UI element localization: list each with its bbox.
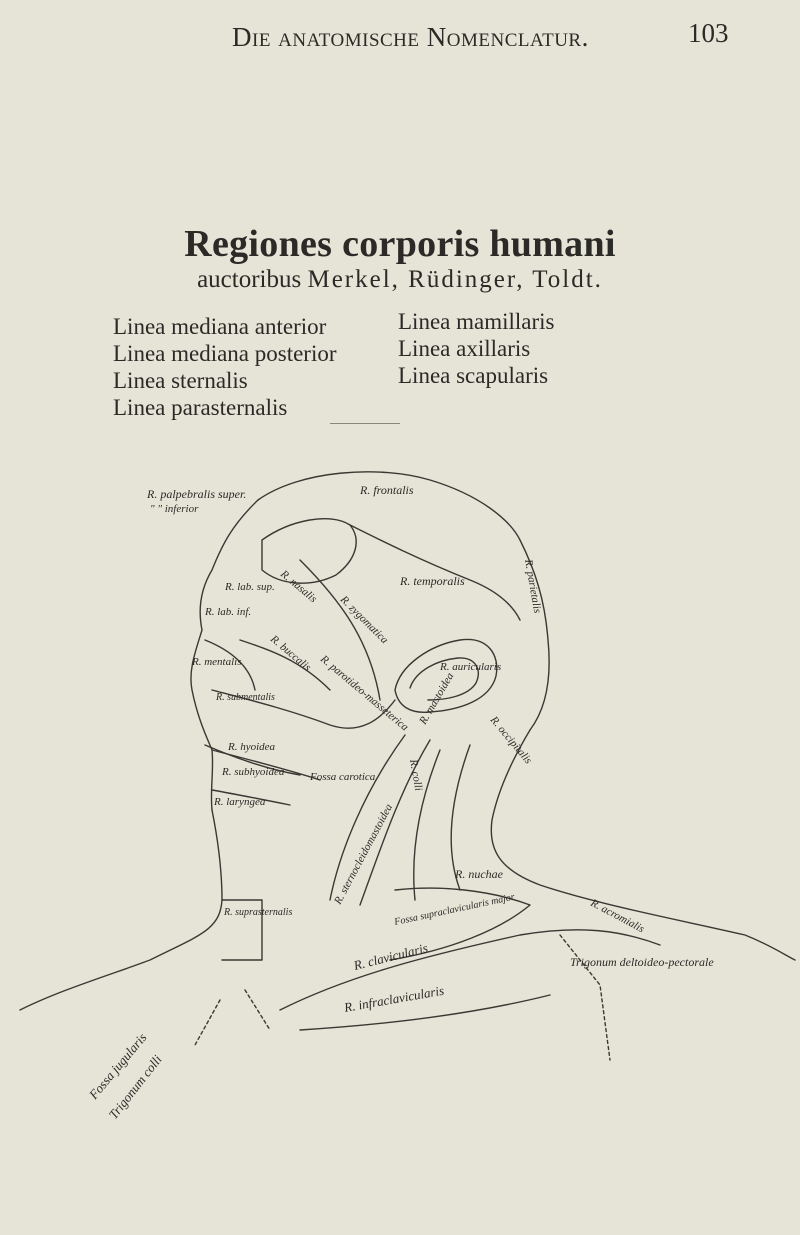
label-clavicularis: R. clavicularis (351, 940, 429, 973)
ear-outline (394, 638, 498, 713)
submental-line (204, 744, 301, 776)
head-outline (257, 471, 550, 731)
label-infraclavicularis: R. infraclavicularis (342, 983, 445, 1016)
hyoid-line (211, 749, 321, 781)
laryngea-line (211, 789, 291, 806)
label-laryngea: R. laryngea (213, 796, 266, 808)
subtitle-prefix: auctoribus (197, 266, 302, 293)
list-item: Linea axillaris (398, 336, 531, 361)
suprasternal-box (221, 899, 263, 961)
colli-line (413, 749, 441, 901)
running-head: Die anatomische Nomenclatur. (232, 22, 589, 52)
label-palpebralis-superior: R. palpebralis super. (146, 487, 246, 501)
page-title: Regiones corporis humani (184, 223, 616, 265)
label-colli: R. colli (407, 757, 425, 791)
label-temporalis: R. temporalis (399, 574, 465, 588)
list-item: Linea mamillaris (398, 309, 555, 334)
neck-front (19, 809, 223, 1011)
subtitle: auctoribus Merkel, Rüdinger, Toldt. (0, 266, 800, 294)
list-item: Linea scapularis (398, 363, 549, 388)
label-zygomatica: R. zygomatica (337, 593, 391, 647)
temporal-line (349, 524, 521, 621)
label-subhyoidea: R. subhyoidea (221, 766, 285, 778)
label-mentalis: R. mentalis (191, 656, 242, 668)
mentalis-line (204, 639, 256, 691)
buccal-line (239, 639, 331, 691)
lines-left-list: Linea mediana anterior Linea mediana pos… (113, 313, 337, 421)
scm-front (329, 734, 406, 901)
label-buccalis: R. buccalis (267, 632, 313, 673)
list-item: Linea sternalis (113, 368, 248, 393)
label-labialis-sup: R. lab. sup. (224, 581, 275, 593)
label-mastoidea: R. mastoidea (417, 670, 457, 727)
label-palpebralis-inferior: " " inferior (150, 503, 199, 515)
list-item: Linea parasternalis (113, 395, 288, 420)
nuchae-line (450, 744, 471, 891)
zygomatic-line (299, 559, 381, 701)
supraclav-fossa (389, 887, 531, 961)
jugular-dashed (194, 989, 271, 1046)
label-suprasternalis: R. suprasternalis (223, 907, 292, 918)
scm-back (359, 739, 431, 906)
label-nuchae: R. nuchae (454, 867, 504, 881)
label-hyoidea: R. hyoidea (227, 741, 276, 753)
label-trigonum: Trigonum deltoideo-pectorale (570, 955, 714, 969)
list-item: Linea mediana posterior (113, 341, 337, 366)
label-occipitalis: R. occipitalis (487, 713, 534, 766)
label-parietalis: R. parietalis (522, 557, 543, 614)
lines-right-list: Linea mamillaris Linea axillaris Linea s… (398, 308, 554, 389)
label-parotideo-masseterica: R. parotideo-masseterica (317, 652, 411, 733)
page-number: 103 (688, 18, 729, 48)
label-acromialis: R. acromialis (588, 897, 647, 936)
divider (330, 423, 400, 424)
label-fossa-supraclavicularis: Fossa supraclavicularis major (392, 892, 515, 929)
subtitle-authors: Merkel, Rüdinger, Toldt. (307, 266, 603, 293)
face-profile (190, 499, 259, 811)
clavicle-line (279, 929, 661, 1011)
ear-inner (409, 657, 479, 701)
label-sternocleidomastoidea: R. sternocleidomastoidea (332, 802, 396, 908)
label-frontalis: R. frontalis (359, 483, 414, 497)
jaw-line (211, 689, 396, 729)
label-labialis-inf: R. lab. inf. (204, 606, 251, 618)
label-nasalis: R. nasalis (277, 567, 319, 605)
label-fossa-carotica: Fossa carotica (309, 771, 376, 783)
infraclavicular-line (299, 994, 551, 1031)
neck-back (490, 729, 796, 961)
label-submentalis: R. submentalis (215, 692, 275, 703)
orbit-outline (261, 518, 357, 584)
list-item: Linea mediana anterior (113, 314, 327, 339)
deltopectoral-line (559, 934, 611, 1061)
label-auricularis: R. auricularis (439, 661, 501, 673)
